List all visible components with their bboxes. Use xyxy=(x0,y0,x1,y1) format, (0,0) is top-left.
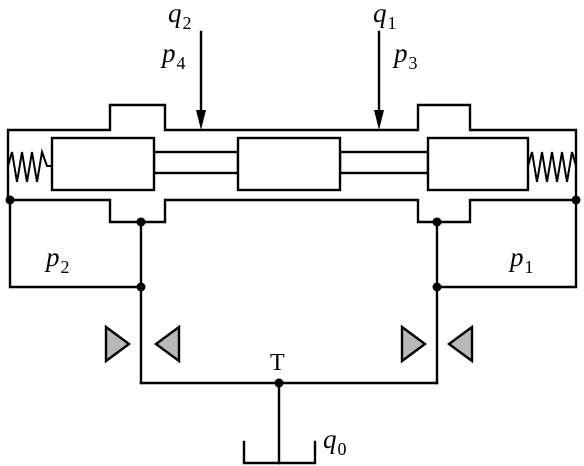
right-spring xyxy=(527,151,577,183)
left-orifice-left-pointing xyxy=(153,324,181,364)
junction-dot xyxy=(274,378,284,388)
label-p1: p1 xyxy=(508,242,534,277)
spool-land-left xyxy=(50,136,156,192)
p1-feedback-line xyxy=(435,198,578,289)
label-tank-port: T xyxy=(270,350,285,376)
right-orifice-right-pointing xyxy=(400,324,428,364)
q2-arrowhead xyxy=(196,110,206,130)
junction-dot xyxy=(136,217,146,227)
tank-symbol xyxy=(242,440,317,465)
label-p3: p3 xyxy=(392,38,418,73)
spool-land-center xyxy=(236,136,342,192)
q1-arrowhead xyxy=(374,110,384,130)
label-q1: q1 xyxy=(373,0,397,33)
junction-dot xyxy=(432,217,442,227)
spool-rod-left xyxy=(152,150,240,175)
p2-feedback-line xyxy=(8,198,143,289)
junction-dot xyxy=(571,195,581,205)
junction-dot xyxy=(136,282,146,292)
right-orifice-left-pointing xyxy=(446,324,474,364)
spool-rod-right xyxy=(338,150,430,175)
junction-dot xyxy=(432,282,442,292)
left-spring xyxy=(7,148,52,183)
label-q2: q2 xyxy=(168,0,192,33)
label-q0: q0 xyxy=(323,424,347,459)
spool-land-right xyxy=(426,136,530,192)
label-p4: p4 xyxy=(160,38,186,73)
label-p2: p2 xyxy=(44,242,70,277)
junction-dot xyxy=(5,195,15,205)
left-orifice-right-pointing xyxy=(104,324,132,364)
